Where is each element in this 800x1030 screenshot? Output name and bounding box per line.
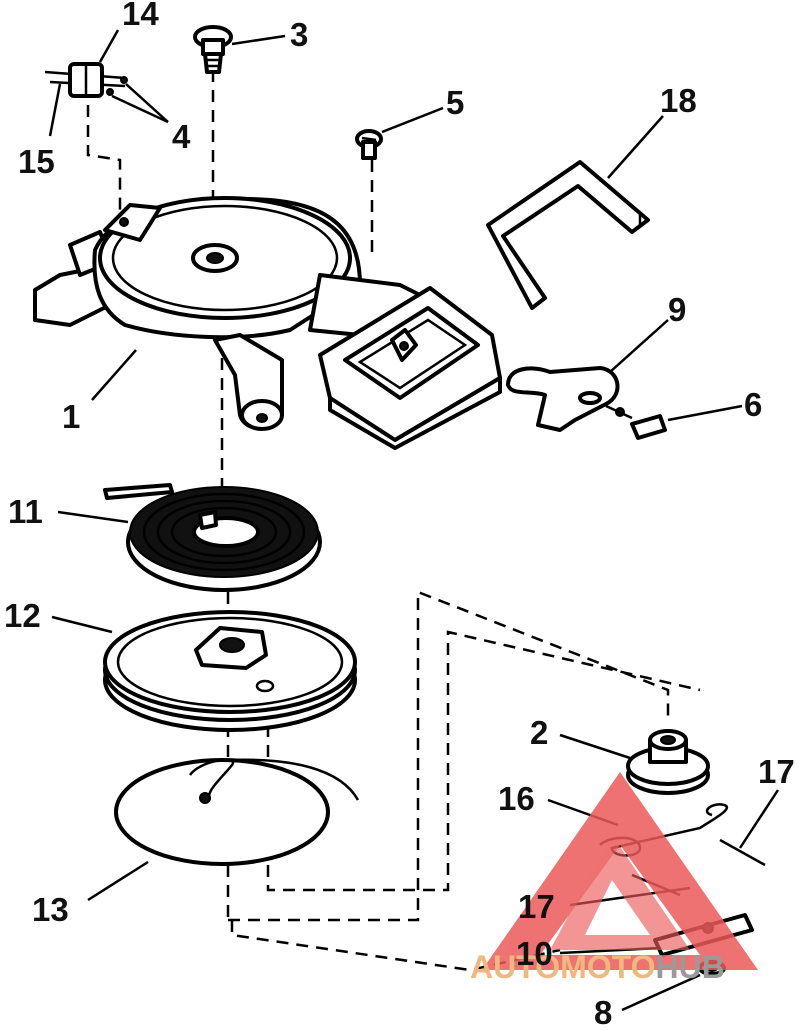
rewind-spring — [103, 483, 322, 592]
callout-5: 5 — [446, 84, 464, 121]
callout-4: 4 — [172, 118, 191, 155]
starter-rope — [114, 758, 360, 866]
callout-3: 3 — [290, 16, 308, 53]
pulley — [103, 610, 357, 732]
callout-6: 6 — [744, 386, 762, 423]
callout-17-lower: 17 — [518, 888, 555, 925]
watermark-text: AUTOMOTOHUB — [470, 949, 725, 985]
starter-housing — [33, 196, 502, 450]
watermark-text-left: AUTOMOTO — [470, 949, 655, 985]
watermark-logo — [482, 772, 758, 970]
screw-3 — [193, 25, 233, 74]
watermark-text-right: HUB — [655, 949, 724, 985]
callout-numbers: 14 3 5 18 4 15 1 9 6 11 12 2 16 17 17 13… — [4, 0, 795, 1030]
callout-13: 13 — [32, 891, 69, 928]
callout-14: 14 — [122, 0, 159, 32]
callout-12: 12 — [4, 597, 41, 634]
hub-2 — [626, 729, 710, 795]
callout-16: 16 — [498, 780, 535, 817]
watermark-inner-triangle-icon — [550, 835, 690, 950]
callout-2: 2 — [530, 714, 548, 751]
callout-8: 8 — [594, 994, 612, 1030]
callout-9: 9 — [668, 291, 686, 328]
callout-11: 11 — [8, 493, 43, 530]
rope-handle — [506, 366, 620, 432]
terminal-clip — [44, 62, 128, 98]
watermark-triangle-icon — [482, 772, 758, 970]
handle-insert — [605, 404, 667, 440]
callout-10: 10 — [516, 935, 553, 972]
callout-18: 18 — [660, 82, 697, 119]
callout-15: 15 — [18, 143, 55, 180]
callout-17-right: 17 — [758, 753, 795, 790]
callout-1: 1 — [62, 398, 80, 435]
screw-5 — [355, 129, 383, 160]
handle-bar — [486, 160, 650, 310]
